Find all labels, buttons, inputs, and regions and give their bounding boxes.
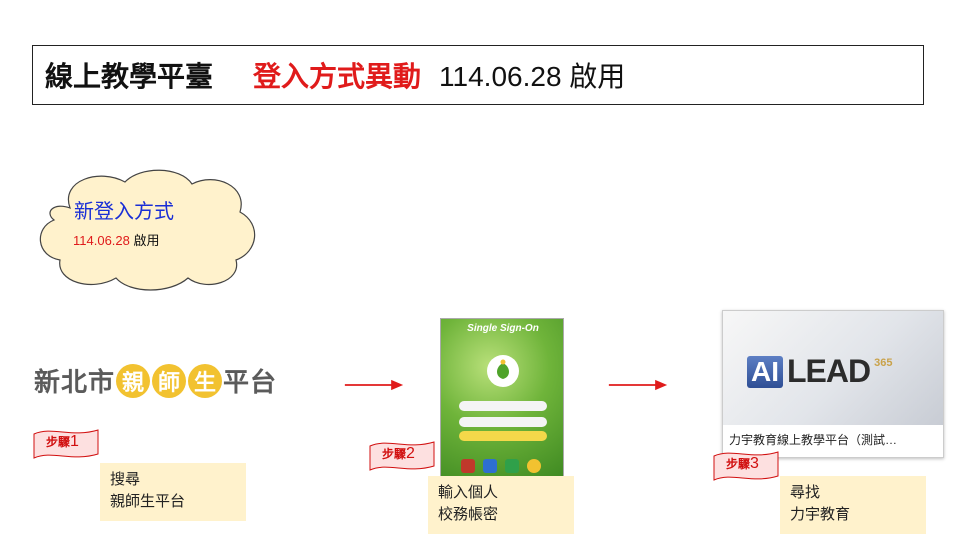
cloud-shape [39, 169, 256, 291]
step3-flag-prefix: 步驟 [726, 457, 751, 471]
step2-note: 輸入個人 校務帳密 [428, 476, 574, 534]
title-bar: 線上教學平臺 登入方式異動 114.06.28 啟用 [32, 45, 924, 105]
step2-flag-num: 2 [406, 445, 415, 462]
ailead-caption: 力宇教育線上教學平台（測試… [729, 433, 898, 447]
sso-icon-row [461, 459, 541, 473]
step1-flag-label: 步驟1 [46, 433, 79, 451]
sso-logo-icon [487, 355, 519, 387]
sso-username-field [459, 401, 547, 411]
step2-flag-shape [369, 441, 435, 471]
logo-suffix: 平台 [223, 367, 278, 397]
step3-flag-shape [713, 451, 779, 481]
title-change: 登入方式異動 [253, 61, 422, 92]
arrow-2 [608, 379, 668, 391]
sso-login-screenshot: Single Sign-On [440, 318, 564, 478]
ailead-logo-word: LEAD [787, 353, 871, 389]
ailead-logo-ai: AI [747, 355, 783, 388]
cloud-date-suffix: 啟用 [129, 233, 160, 248]
step3-flag-num: 3 [750, 455, 759, 472]
arrow-1 [344, 379, 404, 391]
ntpc-platform-logo: 新北市 親 師 生 平台 [34, 362, 277, 399]
app-icon [505, 459, 519, 473]
ailead-logo: AI LEAD 365 [747, 353, 892, 390]
leaf-icon [497, 359, 509, 379]
qr-icon [461, 459, 475, 473]
step3-note: 尋找 力宇教育 [780, 476, 926, 534]
key-icon [483, 459, 497, 473]
step2-note-line2: 校務帳密 [438, 506, 499, 523]
step2-note-line1: 輸入個人 [438, 484, 499, 501]
cloud-title: 新登入方式 [74, 201, 174, 223]
ailead-logo-365: 365 [874, 356, 893, 369]
logo-char-1: 親 [116, 363, 151, 398]
help-icon [527, 459, 541, 473]
step3-note-line2: 力宇教育 [790, 506, 851, 523]
step1-note: 搜尋 親師生平台 [100, 463, 246, 521]
logo-char-2: 師 [152, 363, 187, 398]
step3-note-line1: 尋找 [790, 484, 821, 501]
step1-note-line2: 親師生平台 [110, 493, 186, 510]
cloud-date-line: 114.06.28 啟用 [73, 230, 160, 249]
step1-flag-shape [33, 429, 99, 459]
step1-note-line1: 搜尋 [110, 471, 141, 488]
logo-prefix: 新北市 [34, 367, 116, 397]
sso-password-field [459, 417, 547, 427]
sso-login-button [459, 431, 547, 441]
step1-flag-num: 1 [70, 433, 79, 450]
ailead-banner: AI LEAD 365 [723, 311, 943, 425]
title-main: 線上教學平臺 [45, 61, 214, 92]
logo-char-3: 生 [188, 363, 223, 398]
step3-flag-label: 步驟3 [726, 455, 759, 473]
cloud-date: 114.06.28 [73, 233, 130, 248]
sso-title: Single Sign-On [467, 323, 539, 334]
step1-flag-prefix: 步驟 [46, 435, 71, 449]
step2-flag-label: 步驟2 [382, 445, 415, 463]
step2-flag-prefix: 步驟 [382, 447, 407, 461]
title-date: 114.06.28 啟用 [439, 61, 626, 92]
ailead-search-result-card: AI LEAD 365 力宇教育線上教學平台（測試… [722, 310, 944, 458]
